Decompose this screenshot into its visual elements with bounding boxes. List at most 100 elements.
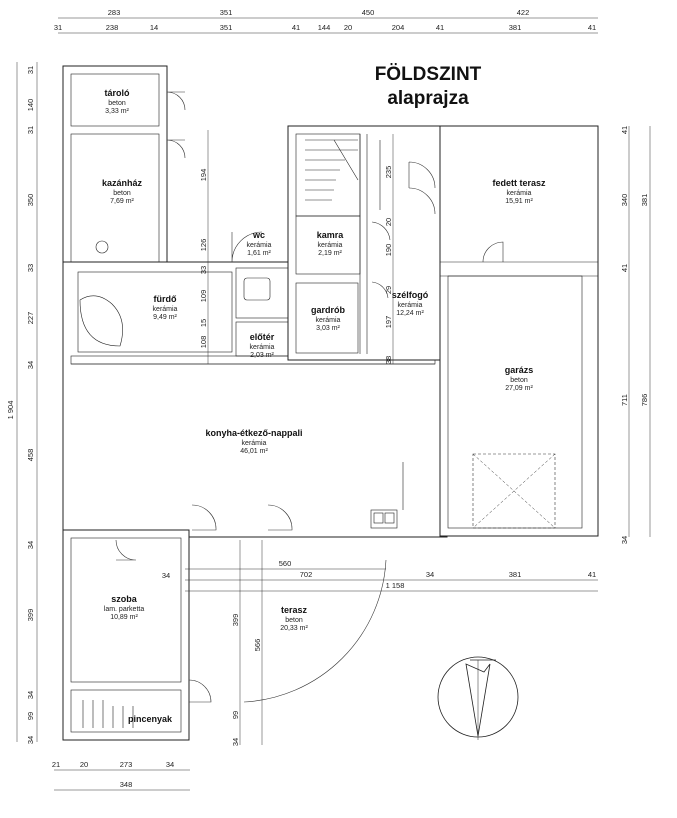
dims-terrace-vertical: 399 99 34 566: [231, 614, 262, 746]
svg-text:450: 450: [362, 8, 375, 17]
svg-text:2,03 m²: 2,03 m²: [250, 352, 274, 359]
svg-text:kerámia: kerámia: [247, 242, 272, 249]
svg-text:34: 34: [166, 760, 174, 769]
svg-text:20: 20: [80, 760, 88, 769]
svg-text:tároló: tároló: [104, 88, 130, 98]
svg-text:konyha-étkező-nappali: konyha-étkező-nappali: [205, 428, 302, 438]
svg-text:140: 140: [26, 99, 35, 112]
svg-text:15,91 m²: 15,91 m²: [505, 198, 533, 205]
room-pincenyak: pincenyak: [128, 714, 173, 724]
room-labels: tároló beton 3,33 m² kazánház beton 7,69…: [102, 88, 546, 724]
svg-text:399: 399: [26, 609, 35, 622]
svg-text:340: 340: [620, 194, 629, 207]
svg-text:beton: beton: [113, 190, 131, 197]
plan-title: FÖLDSZINT: [375, 64, 482, 85]
svg-text:399: 399: [231, 614, 240, 627]
svg-text:351: 351: [220, 8, 233, 17]
dimensions: 283 351 450 422 31 238 14 351 41 144 20 …: [6, 8, 651, 791]
svg-text:566: 566: [253, 639, 262, 652]
svg-text:99: 99: [26, 712, 35, 720]
svg-text:34: 34: [26, 541, 35, 549]
svg-text:7,69 m²: 7,69 m²: [110, 198, 134, 205]
dims-inner: 194 126 33 109 15 108 235 20 190 29 197 …: [199, 166, 393, 364]
svg-text:1 904: 1 904: [6, 401, 15, 420]
svg-text:fedett terasz: fedett terasz: [492, 178, 546, 188]
svg-text:terasz: terasz: [281, 605, 308, 615]
svg-text:beton: beton: [285, 617, 303, 624]
svg-text:41: 41: [620, 126, 629, 134]
svg-text:41: 41: [588, 23, 596, 32]
svg-text:kamra: kamra: [317, 230, 345, 240]
svg-text:235: 235: [384, 166, 393, 179]
svg-text:560: 560: [279, 559, 292, 568]
room-konyha: konyha-étkező-nappali kerámia 46,01 m²: [205, 428, 302, 455]
svg-text:27,09 m²: 27,09 m²: [505, 385, 533, 392]
svg-text:előtér: előtér: [250, 332, 275, 342]
room-furdo: fürdő kerámia 9,49 m²: [153, 294, 178, 321]
svg-text:9,49 m²: 9,49 m²: [153, 314, 177, 321]
svg-text:szoba: szoba: [111, 594, 138, 604]
svg-text:273: 273: [120, 760, 133, 769]
svg-text:garázs: garázs: [505, 365, 534, 375]
svg-text:kerámia: kerámia: [507, 190, 532, 197]
dims-bottom: 21 20 273 34 348: [52, 760, 174, 789]
svg-text:kerámia: kerámia: [153, 306, 178, 313]
svg-text:wc: wc: [252, 230, 265, 240]
svg-text:702: 702: [300, 570, 313, 579]
svg-text:711: 711: [620, 394, 629, 406]
dims-right: 41 340 41 711 34 381 786: [620, 126, 649, 544]
svg-text:41: 41: [620, 264, 629, 272]
svg-text:29: 29: [384, 286, 393, 294]
room-kazanhaz: kazánház beton 7,69 m²: [102, 178, 143, 205]
svg-text:kazánház: kazánház: [102, 178, 143, 188]
svg-text:34: 34: [26, 736, 35, 744]
svg-text:kerámia: kerámia: [398, 302, 423, 309]
dims-terrace: 560 702 34 381 41 1 158 34: [162, 559, 596, 590]
room-szoba: szoba lam. parketta 10,89 m²: [104, 594, 145, 621]
dims-left: 140 31 31 350 33 227 34 458 34 399 34 99…: [6, 66, 35, 744]
svg-text:20: 20: [384, 218, 393, 226]
svg-text:197: 197: [384, 316, 393, 329]
svg-text:33: 33: [199, 266, 208, 274]
svg-text:kerámia: kerámia: [316, 317, 341, 324]
svg-text:194: 194: [199, 169, 208, 182]
svg-text:109: 109: [199, 290, 208, 303]
svg-text:kerámia: kerámia: [250, 344, 275, 351]
svg-text:beton: beton: [510, 377, 528, 384]
svg-text:beton: beton: [108, 100, 126, 107]
svg-text:34: 34: [26, 691, 35, 699]
svg-text:34: 34: [162, 571, 170, 580]
room-kamra: kamra kerámia 2,19 m²: [317, 230, 345, 257]
svg-text:15: 15: [199, 319, 208, 327]
svg-text:46,01 m²: 46,01 m²: [240, 448, 268, 455]
svg-text:348: 348: [120, 780, 133, 789]
svg-text:31: 31: [54, 23, 62, 32]
svg-text:14: 14: [150, 23, 158, 32]
north-arrow-icon: [437, 656, 519, 740]
walls: [62, 65, 599, 741]
dims-top-row2: 31 238 14 351 41 144 20 204 41 381 41: [54, 23, 596, 32]
dims-top-row1: 283 351 450 422: [108, 8, 530, 17]
svg-text:350: 350: [26, 194, 35, 207]
svg-text:786: 786: [640, 394, 649, 407]
svg-text:31: 31: [26, 126, 35, 134]
svg-text:kerámia: kerámia: [318, 242, 343, 249]
svg-text:12,24 m²: 12,24 m²: [396, 310, 424, 317]
svg-text:381: 381: [509, 570, 522, 579]
svg-text:2,19 m²: 2,19 m²: [318, 250, 342, 257]
svg-text:1 158: 1 158: [386, 581, 405, 590]
svg-text:108: 108: [199, 336, 208, 349]
svg-text:21: 21: [52, 760, 60, 769]
svg-text:381: 381: [509, 23, 522, 32]
svg-text:kerámia: kerámia: [242, 440, 267, 447]
svg-text:1,61 m²: 1,61 m²: [247, 250, 271, 257]
svg-text:381: 381: [640, 194, 649, 207]
svg-text:204: 204: [392, 23, 405, 32]
svg-text:fürdő: fürdő: [154, 294, 177, 304]
svg-text:34: 34: [426, 570, 434, 579]
svg-text:41: 41: [588, 570, 596, 579]
room-szelfogo: szélfogó kerámia 12,24 m²: [392, 290, 429, 317]
svg-text:38: 38: [384, 356, 393, 364]
svg-text:41: 41: [436, 23, 444, 32]
svg-text:pincenyak: pincenyak: [128, 714, 173, 724]
